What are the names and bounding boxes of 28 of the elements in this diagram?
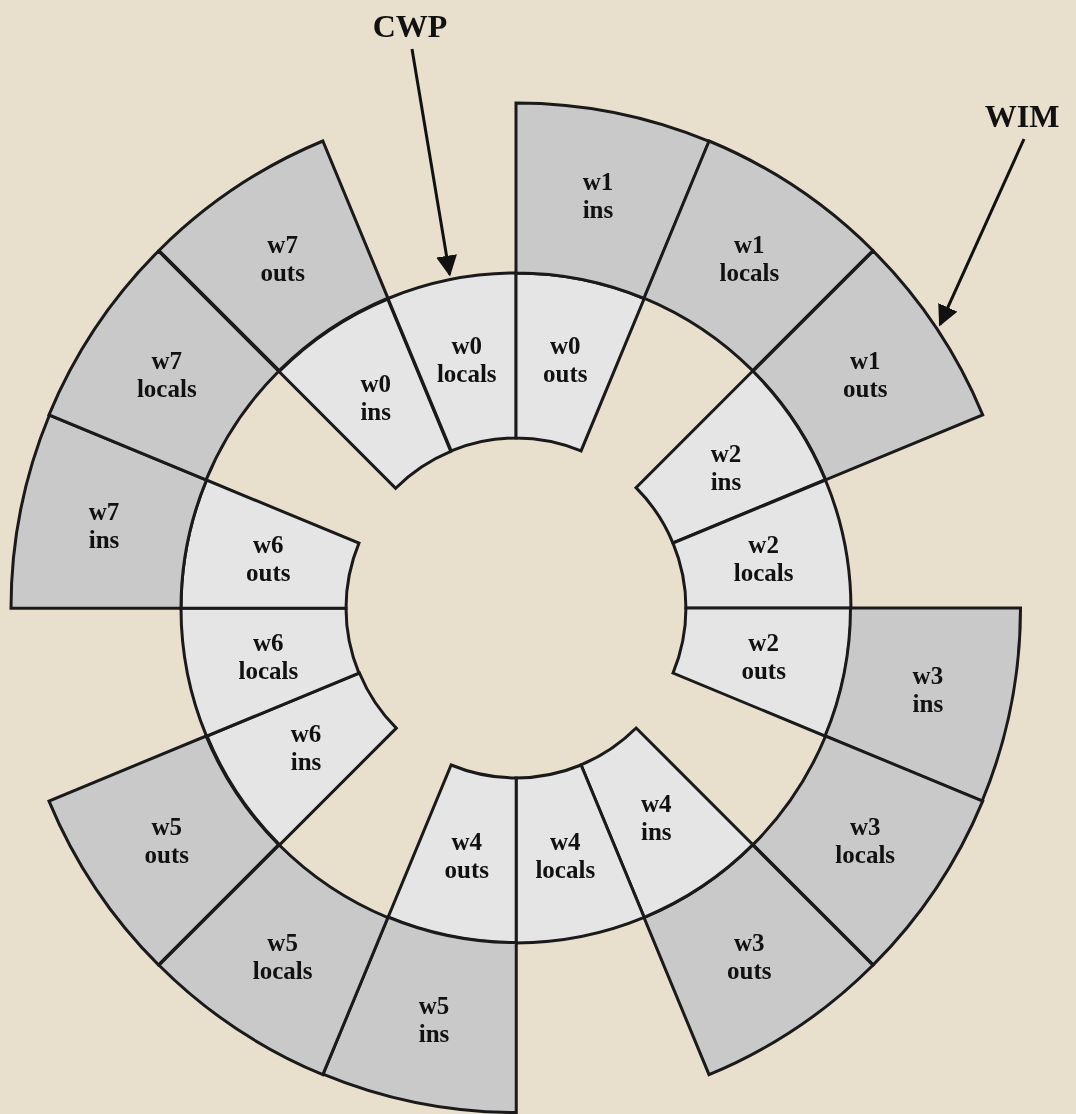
segment-label: w6 locals	[238, 629, 299, 686]
segment-label: w6 outs	[246, 530, 291, 587]
segment-label: w3 ins	[912, 661, 944, 718]
segment-label: w0 locals	[436, 332, 497, 389]
arrow	[938, 138, 1026, 327]
segment-label: w5 ins	[418, 991, 450, 1048]
segment-label: w7 outs	[260, 230, 305, 287]
pointer-label: WIM	[984, 98, 1060, 135]
arrow	[410, 48, 457, 277]
segment-label: w3 outs	[727, 929, 772, 986]
segment-label: w1 ins	[582, 168, 614, 225]
segment-label: w0 ins	[360, 370, 391, 427]
segment-label: w1 locals	[719, 230, 780, 287]
segment-label: w7 ins	[88, 498, 120, 555]
segment-label: w2 ins	[710, 439, 742, 496]
segment-label: w3 locals	[835, 813, 896, 870]
segment-label: w5 outs	[144, 813, 189, 870]
segment-label: w2 outs	[741, 629, 786, 686]
segment-label: w6 ins	[290, 720, 322, 777]
segment-label: w7 locals	[136, 346, 197, 403]
segment-label: w5 locals	[252, 929, 313, 986]
segment-label: w4 ins	[641, 789, 672, 846]
segment-label: w1 outs	[843, 346, 888, 403]
pointer-label: CWP	[372, 8, 448, 45]
segment-label: w4 locals	[535, 827, 596, 884]
segment-label: w0 outs	[543, 332, 588, 389]
segment-label: w4 outs	[444, 827, 489, 884]
segment-label: w2 locals	[733, 530, 794, 587]
